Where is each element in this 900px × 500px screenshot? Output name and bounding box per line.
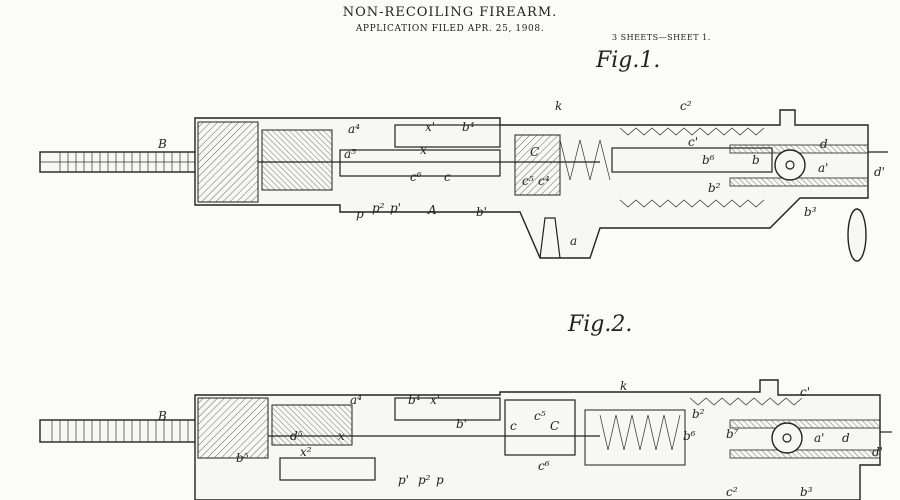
ref-label: p xyxy=(436,473,444,487)
pinion-gear xyxy=(771,422,803,454)
ref-label: x' xyxy=(430,393,440,407)
ref-label: a⁴ xyxy=(348,122,360,136)
figure-1-drawing: B a⁴ x' b⁴ k c² a⁵ x C c' d b⁶ b a' d' c… xyxy=(39,99,888,262)
figure-2-drawing: k c' B a⁴ b⁴ x' c⁵ b² d⁵ x b' c C b⁶ b⁷ … xyxy=(39,379,892,500)
ref-label: a' xyxy=(814,431,824,445)
ref-label: b³ xyxy=(800,485,813,499)
receiver-housing xyxy=(194,379,881,500)
barrel-threads xyxy=(51,420,189,442)
spring-coil-1 xyxy=(559,139,611,181)
ref-label: p xyxy=(356,207,364,221)
ref-label: x xyxy=(420,143,427,157)
ref-label: k xyxy=(620,379,627,393)
recoil-block xyxy=(514,134,561,196)
ref-label: C xyxy=(550,419,559,433)
ref-label: B xyxy=(157,137,167,151)
front-block xyxy=(197,121,259,203)
ref-label: a' xyxy=(818,161,828,175)
ref-label: b⁴ xyxy=(462,120,475,134)
ref-label: b⁷ xyxy=(726,427,739,441)
ref-label: p² xyxy=(418,473,431,487)
spring-housing xyxy=(584,409,686,466)
ref-label: b⁶ xyxy=(683,429,696,443)
figure-1-label: Fig.1. xyxy=(596,48,661,73)
sheet-number: 3 SHEETS—SHEET 1. xyxy=(612,33,711,42)
pinion-gear xyxy=(774,149,806,181)
ref-label: c' xyxy=(688,135,698,149)
lower-rack xyxy=(729,177,869,187)
ref-label: d' xyxy=(872,445,883,459)
upper-housing-x1 xyxy=(394,124,501,148)
upper-rack xyxy=(729,419,881,429)
barrel xyxy=(39,419,201,443)
ref-label: b' xyxy=(456,417,467,431)
ref-label: c² xyxy=(726,485,738,499)
ref-label: c⁴ xyxy=(538,174,550,188)
spring-coil-2 xyxy=(619,127,765,136)
ref-label: b xyxy=(752,153,760,167)
ref-label: b³ xyxy=(804,205,817,219)
ref-label: p' xyxy=(390,201,401,215)
ref-label: c xyxy=(510,419,517,433)
spring-coil-1 xyxy=(599,414,681,451)
ref-label: b⁴ xyxy=(408,393,421,407)
ref-label: x' xyxy=(425,120,435,134)
ref-label: a⁴ xyxy=(350,393,362,407)
ref-label: x² xyxy=(300,445,312,459)
ref-label: a⁵ xyxy=(344,147,356,161)
lower-housing-x2 xyxy=(279,457,376,481)
ref-label: c xyxy=(444,170,451,184)
ref-label: b² xyxy=(708,181,721,195)
ref-label: b' xyxy=(476,205,487,219)
application-date: APPLICATION FILED APR. 25, 1908. xyxy=(355,24,545,34)
document-title: NON-RECOILING FIREARM. xyxy=(342,5,558,20)
ref-label: c⁵ xyxy=(522,174,534,188)
chamber-C xyxy=(504,399,576,456)
spring-coil-2 xyxy=(689,397,803,406)
ref-label: b⁵ xyxy=(236,451,249,465)
ref-label: d' xyxy=(874,165,885,179)
front-block xyxy=(197,397,269,459)
ref-label: B xyxy=(157,409,167,423)
ref-label: x xyxy=(338,429,345,443)
ref-label: a xyxy=(570,234,577,248)
spring-coil-3 xyxy=(619,199,765,208)
handle-grip xyxy=(847,208,867,262)
ref-label: c⁶ xyxy=(410,170,422,184)
lower-rack xyxy=(729,449,881,459)
ref-label: d⁵ xyxy=(290,429,303,443)
ref-label: A xyxy=(427,203,437,217)
ref-label: c' xyxy=(800,385,810,399)
ref-label: d xyxy=(842,431,850,445)
ref-label: c⁵ xyxy=(534,409,546,423)
ref-label: p' xyxy=(398,473,409,487)
ref-label: c⁶ xyxy=(538,459,550,473)
piston-rod xyxy=(611,147,773,173)
ref-label: b⁶ xyxy=(702,153,715,167)
ref-label: b² xyxy=(692,407,705,421)
upper-housing-x1 xyxy=(394,397,501,421)
breech-wedge xyxy=(261,129,333,191)
breech-wedge xyxy=(271,404,353,446)
figure-2-label: Fig.2. xyxy=(568,312,633,337)
ref-label: d xyxy=(820,137,828,151)
ref-label: k xyxy=(555,99,562,113)
ref-label: C xyxy=(530,145,539,159)
ref-label: p² xyxy=(372,201,385,215)
upper-rack xyxy=(729,144,869,154)
bolt-chamber xyxy=(339,149,501,177)
ref-label: c² xyxy=(680,99,692,113)
